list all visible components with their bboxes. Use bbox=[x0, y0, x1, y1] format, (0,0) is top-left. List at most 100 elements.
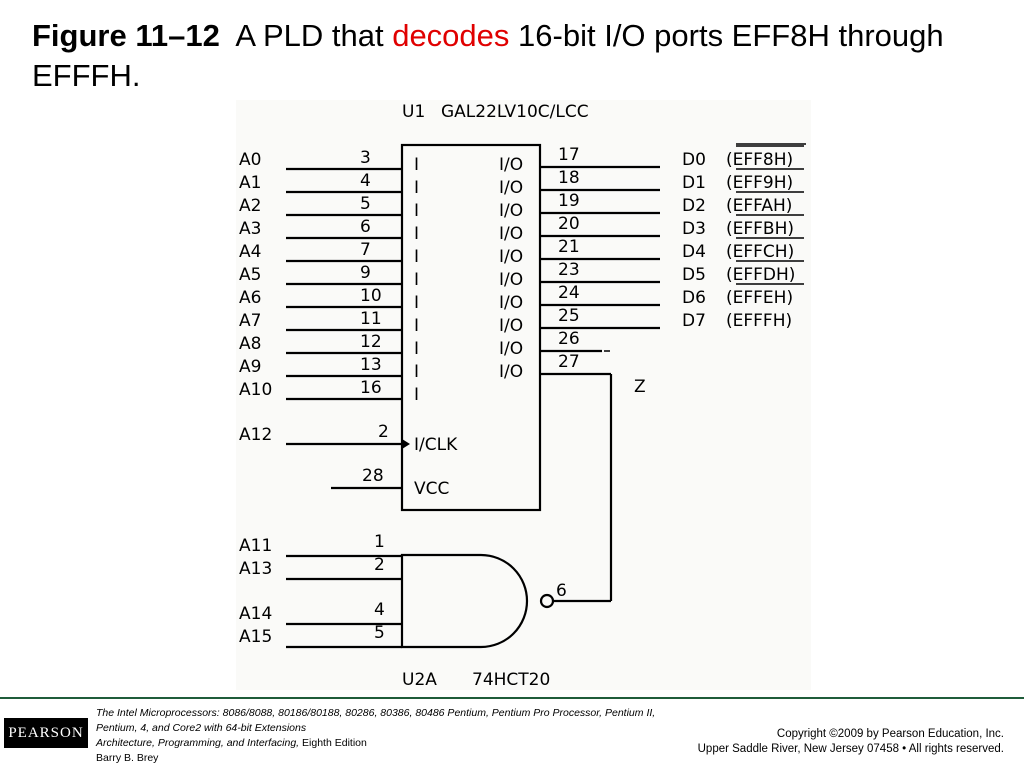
slide-title: Figure 11–12 A PLD that decodes 16-bit I… bbox=[32, 16, 992, 96]
u1-io-marker: I/O bbox=[499, 201, 523, 221]
input-pin-7: 7 bbox=[360, 240, 371, 260]
gate-input-label-a11: A11 bbox=[239, 536, 272, 556]
title-highlight: decodes bbox=[392, 18, 510, 53]
output-pin-21: 21 bbox=[558, 237, 580, 257]
port-address-d5: (EFFDH) bbox=[726, 265, 795, 285]
u1-io-marker: I/O bbox=[499, 293, 523, 313]
u1-io-marker: I/O bbox=[499, 247, 523, 267]
figure-label: Figure 11–12 bbox=[32, 18, 220, 53]
u1-io-marker: I/O bbox=[499, 270, 523, 290]
book-edition: Eighth Edition bbox=[302, 737, 367, 749]
u1-reference: U1 bbox=[402, 102, 425, 122]
gate-input-label-a14: A14 bbox=[239, 604, 272, 624]
port-address-d6: (EFFEH) bbox=[726, 288, 793, 308]
port-address-d1: (EFF9H) bbox=[726, 173, 793, 193]
clock-pin: 2 bbox=[378, 422, 389, 442]
input-label-a10: A10 bbox=[239, 380, 272, 400]
gate-reference: U2A bbox=[402, 670, 437, 690]
book-subtitle-2: Architecture, Programming, and Interfaci… bbox=[96, 737, 300, 749]
gate-input-label-a13: A13 bbox=[239, 559, 272, 579]
input-pin-13: 13 bbox=[360, 355, 382, 375]
logo-text: PEARSON bbox=[8, 724, 84, 741]
input-label-a5: A5 bbox=[239, 265, 261, 285]
input-label-a8: A8 bbox=[239, 334, 261, 354]
vcc-marker: VCC bbox=[414, 479, 449, 499]
input-pin-10: 10 bbox=[360, 286, 382, 306]
gate-input-pin-2: 2 bbox=[374, 555, 385, 575]
book-author: Barry B. Brey bbox=[96, 752, 159, 764]
output-pin-18: 18 bbox=[558, 168, 580, 188]
input-label-a4: A4 bbox=[239, 242, 261, 262]
output-pin-26: 26 bbox=[558, 329, 580, 349]
port-address-d7: (EFFFH) bbox=[726, 311, 792, 331]
pearson-logo: PEARSON bbox=[4, 718, 88, 748]
input-pin-16: 16 bbox=[360, 378, 382, 398]
input-label-a6: A6 bbox=[239, 288, 261, 308]
copyright-block: Copyright ©2009 by Pearson Education, In… bbox=[698, 727, 1004, 757]
title-text-before: A PLD that bbox=[235, 18, 384, 53]
output-label-d3: D3 bbox=[682, 219, 706, 239]
output-pin-17: 17 bbox=[558, 145, 580, 165]
output-pin-20: 20 bbox=[558, 214, 580, 234]
output-label-d6: D6 bbox=[682, 288, 706, 308]
gate-input-pin-1: 1 bbox=[374, 532, 385, 552]
port-address-d3: (EFFBH) bbox=[726, 219, 794, 239]
u1-input-marker: I bbox=[414, 339, 419, 359]
vcc-pin: 28 bbox=[362, 466, 384, 486]
output-pin-23: 23 bbox=[558, 260, 580, 280]
output-pin-27: 27 bbox=[558, 352, 580, 372]
u1-io-marker: I/O bbox=[499, 155, 523, 175]
input-label-a0: A0 bbox=[239, 150, 261, 170]
input-label-a3: A3 bbox=[239, 219, 261, 239]
input-label-a2: A2 bbox=[239, 196, 261, 216]
u1-input-marker: I bbox=[414, 385, 419, 405]
title-text-after: 16-bit I/O ports EFF8H through EFFFH. bbox=[32, 18, 944, 93]
u1-input-marker: I bbox=[414, 224, 419, 244]
gate-part-number: 74HCT20 bbox=[472, 670, 550, 690]
output-label-d2: D2 bbox=[682, 196, 706, 216]
clock-label: A12 bbox=[239, 425, 272, 445]
u1-io-marker: I/O bbox=[499, 362, 523, 382]
port-address-d0: (EFF8H) bbox=[726, 150, 793, 170]
output-pin-19: 19 bbox=[558, 191, 580, 211]
u1-input-marker: I bbox=[414, 316, 419, 336]
input-label-a9: A9 bbox=[239, 357, 261, 377]
address-line: Upper Saddle River, New Jersey 07458 • A… bbox=[697, 743, 1004, 755]
nand-gate-body bbox=[400, 553, 529, 649]
u1-input-marker: I bbox=[414, 293, 419, 313]
clock-triangle bbox=[402, 439, 410, 449]
input-pin-12: 12 bbox=[360, 332, 382, 352]
u1-input-marker: I bbox=[414, 201, 419, 221]
output-label-d4: D4 bbox=[682, 242, 706, 262]
u1-io-marker: I/O bbox=[499, 339, 523, 359]
u1-io-marker: I/O bbox=[499, 178, 523, 198]
output-pin-25: 25 bbox=[558, 306, 580, 326]
book-citation: The Intel Microprocessors: 8086/8088, 80… bbox=[96, 706, 656, 766]
input-label-a1: A1 bbox=[239, 173, 261, 193]
book-subtitle: 8086/8088, 80186/80188, 80286, 80386, 80… bbox=[96, 707, 656, 734]
u1-part-number: GAL22LV10C/LCC bbox=[441, 102, 589, 122]
gate-input-label-a15: A15 bbox=[239, 627, 272, 647]
output-label-d0: D0 bbox=[682, 150, 706, 170]
output-label-d7: D7 bbox=[682, 311, 706, 331]
gate-output-pin: 6 bbox=[556, 581, 567, 601]
u1-input-marker: I bbox=[414, 178, 419, 198]
z-label: Z bbox=[634, 377, 646, 397]
u1-io-marker: I/O bbox=[499, 224, 523, 244]
footer-divider bbox=[0, 697, 1024, 699]
gate-input-pin-4: 4 bbox=[374, 600, 385, 620]
port-address-d2: (EFFAH) bbox=[726, 196, 792, 216]
u1-io-marker: I/O bbox=[499, 316, 523, 336]
output-label-d1: D1 bbox=[682, 173, 706, 193]
input-pin-5: 5 bbox=[360, 194, 371, 214]
clock-marker: I/CLK bbox=[414, 435, 458, 455]
input-pin-6: 6 bbox=[360, 217, 371, 237]
port-address-d4: (EFFCH) bbox=[726, 242, 794, 262]
copyright-line: Copyright ©2009 by Pearson Education, In… bbox=[776, 728, 1004, 740]
input-label-a7: A7 bbox=[239, 311, 261, 331]
output-label-d5: D5 bbox=[682, 265, 706, 285]
input-pin-9: 9 bbox=[360, 263, 371, 283]
u1-input-marker: I bbox=[414, 270, 419, 290]
